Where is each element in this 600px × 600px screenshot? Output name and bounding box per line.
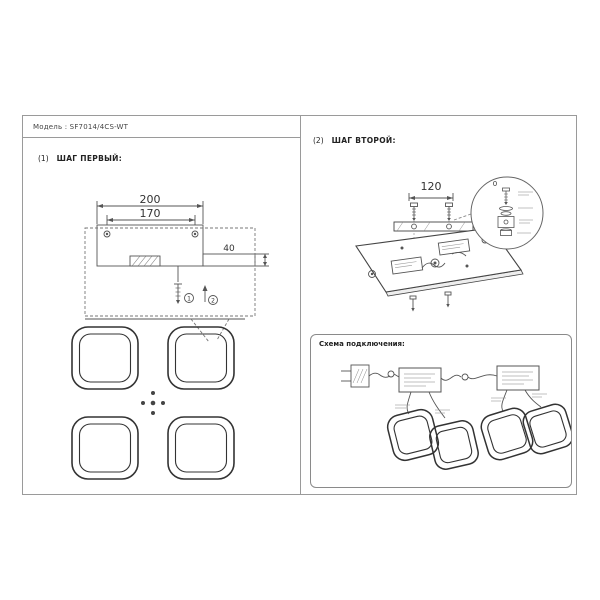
callout-2: 2 — [208, 295, 218, 305]
led-ring-4 — [522, 403, 571, 455]
plate-wire — [421, 262, 446, 269]
bracket-screw-left — [410, 202, 418, 221]
link-wire — [440, 374, 462, 381]
wire-labels — [395, 393, 547, 414]
step2-panel: (2) ШАГ ВТОРОЙ: 120 — [302, 116, 576, 494]
power-cable — [368, 372, 391, 378]
led-ring-3 — [480, 407, 534, 461]
step2-title: ШАГ ВТОРОЙ: — [331, 136, 396, 145]
drop-wire — [501, 389, 508, 412]
placement-leader-2 — [216, 318, 230, 341]
step2-heading: (2) ШАГ ВТОРОЙ: — [313, 136, 396, 145]
center-mount-dots — [141, 391, 165, 415]
svg-text:200: 200 — [140, 193, 161, 206]
svg-text:120: 120 — [421, 180, 442, 193]
dimension-120: 120 — [408, 180, 454, 201]
step1-title: ШАГ ПЕРВЫЙ: — [56, 154, 123, 163]
content-frame: Модель : SF7014/4CS-WT (1)ШАГ ПЕРВЫЙ: 20… — [22, 115, 577, 495]
drop-wire — [524, 389, 542, 408]
step1-panel: Модель : SF7014/4CS-WT (1) ШАГ ПЕРВЫЙ: 20… — [23, 116, 301, 494]
wire-loop — [461, 373, 469, 381]
step2-number: (2) — [313, 136, 324, 145]
plate-hole — [368, 270, 376, 278]
connection-drawing — [341, 364, 571, 470]
detail-leader — [453, 213, 472, 221]
plate-screw-right — [444, 291, 452, 308]
svg-text:170: 170 — [140, 207, 161, 220]
step1-number: (1) — [38, 154, 49, 163]
keyhole-right — [191, 230, 199, 238]
cable-loop — [387, 370, 395, 378]
led-driver-1 — [398, 367, 442, 393]
detail-circle: 0 — [470, 176, 544, 250]
plate-wire — [451, 251, 467, 257]
dashed-outline — [84, 227, 256, 317]
power-plug — [341, 364, 370, 388]
keyhole-left — [103, 230, 111, 238]
svg-text:1: 1 — [187, 295, 191, 302]
square-ring-br — [167, 416, 235, 480]
plate-screw-left — [409, 295, 417, 312]
driver-unit-b — [437, 238, 471, 256]
suspension-screw — [174, 266, 182, 304]
dimension-170: 170 — [106, 207, 196, 231]
chandelier-top-view — [71, 326, 235, 480]
connection-title: Схема подключения: — [319, 340, 405, 348]
detail-part-labels — [517, 191, 533, 234]
anchor-arrow — [202, 285, 208, 302]
power-cable — [393, 373, 400, 378]
detail-label: 0 — [493, 180, 497, 188]
drop-wire — [406, 391, 412, 415]
led-driver-2 — [496, 365, 540, 391]
terminal-block — [129, 255, 161, 267]
drop-wire — [428, 391, 446, 419]
mounting-plate — [96, 224, 256, 267]
link-wire — [467, 374, 498, 380]
driver-unit-a — [390, 256, 424, 275]
ceiling-plate — [355, 227, 524, 297]
step1-drawing: 200 170 — [71, 193, 269, 480]
dimension-200: 200 — [96, 193, 204, 224]
led-ring-1 — [386, 408, 440, 462]
model-label: Модель : SF7014/4CS-WT — [23, 116, 300, 138]
square-ring-bl — [71, 416, 139, 480]
detail-screw-stack — [497, 187, 515, 236]
model-text: Модель : SF7014/4CS-WT — [33, 123, 129, 131]
svg-text:2: 2 — [211, 297, 215, 304]
placement-leader-1 — [190, 318, 210, 343]
led-ring-2 — [429, 420, 479, 470]
step1-heading: (1) ШАГ ПЕРВЫЙ: — [38, 154, 122, 163]
svg-text:40: 40 — [223, 244, 235, 254]
step2-drawing: 120 — [355, 176, 544, 312]
dimension-40: 40 — [223, 244, 269, 267]
square-ring-tr — [167, 326, 235, 390]
square-ring-tl — [71, 326, 139, 390]
bracket-screw-right — [445, 202, 453, 221]
mounting-bracket — [393, 221, 474, 232]
connection-box: Схема подключения: — [310, 334, 572, 488]
callout-1: 1 — [184, 293, 194, 303]
